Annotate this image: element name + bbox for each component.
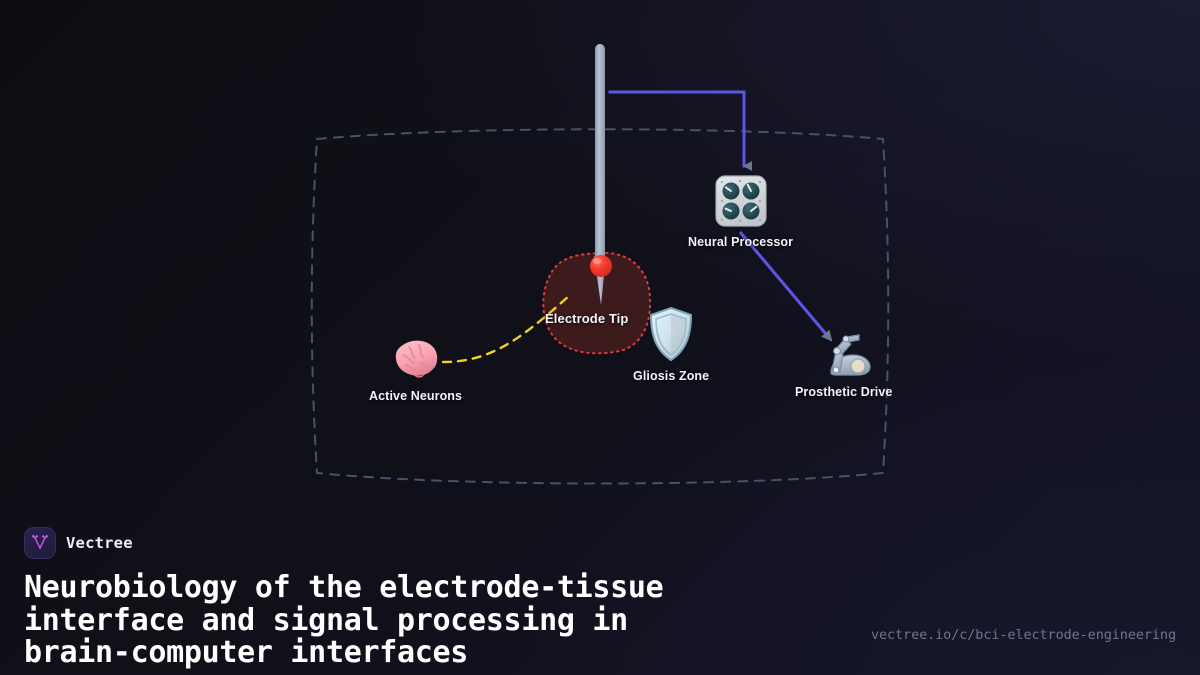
brand-row[interactable]: Vectree bbox=[24, 527, 1176, 559]
brain-icon bbox=[389, 337, 443, 383]
node-label-prosthetic-drive: Prosthetic Drive bbox=[795, 385, 893, 399]
vectree-logo-icon bbox=[24, 527, 56, 559]
edge-processor-to-prosthetic bbox=[738, 231, 833, 342]
node-label-gliosis-zone: Gliosis Zone bbox=[633, 369, 710, 383]
node-prosthetic-drive[interactable]: Prosthetic Drive bbox=[795, 327, 892, 399]
footer: Vectree Neurobiology of the electrode-ti… bbox=[0, 500, 1200, 675]
footer-url: vectree.io/c/bci-electrode-engineering bbox=[870, 627, 1176, 643]
diagram-svg bbox=[310, 44, 890, 485]
electrode-shaft bbox=[595, 44, 605, 266]
gliosis-blob bbox=[542, 251, 652, 355]
node-active-neurons[interactable]: Active Neurons bbox=[369, 337, 462, 403]
node-neural-processor[interactable]: Neural Processor bbox=[688, 173, 793, 249]
page-title: Neurobiology of the electrode-tissue int… bbox=[24, 570, 664, 670]
robot-arm-icon bbox=[815, 327, 873, 379]
edge-electrode-to-processor bbox=[608, 90, 752, 171]
node-electrode-tip[interactable]: Electrode Tip bbox=[545, 311, 628, 326]
edge-neurons-to-tip bbox=[441, 293, 572, 364]
diagram-canvas[interactable]: Electrode Tip Gliosi bbox=[0, 0, 1200, 500]
node-gliosis-zone[interactable]: Gliosis Zone bbox=[633, 305, 709, 383]
control-knobs-icon bbox=[713, 173, 769, 229]
pushpin-head-icon bbox=[590, 255, 612, 277]
pushpin-highlight bbox=[593, 258, 601, 264]
node-label-active-neurons: Active Neurons bbox=[369, 389, 463, 403]
node-label-electrode-tip: Electrode Tip bbox=[545, 311, 629, 326]
tissue-boundary bbox=[310, 128, 890, 485]
node-label-neural-processor: Neural Processor bbox=[688, 235, 794, 249]
shield-icon bbox=[647, 305, 695, 363]
brand-name: Vectree bbox=[66, 534, 133, 552]
